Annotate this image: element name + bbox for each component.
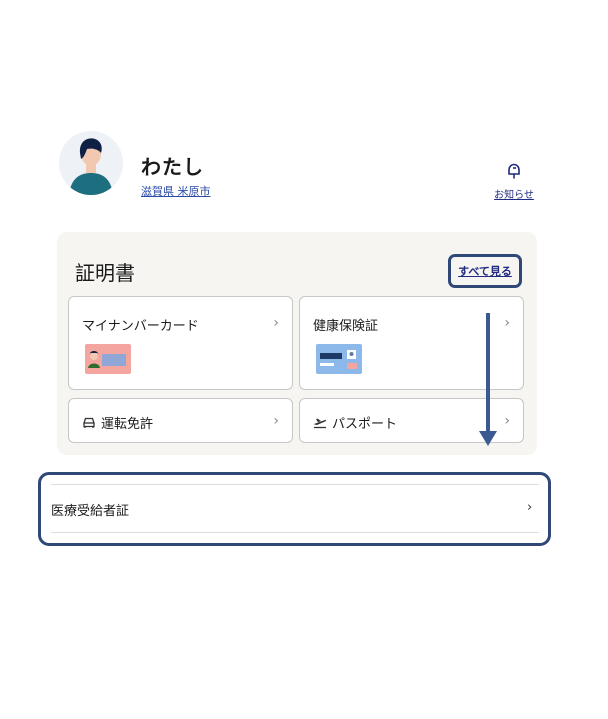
divider	[51, 484, 539, 485]
airplane-icon	[313, 414, 327, 429]
avatar	[59, 131, 123, 195]
medical-recipient-certificate-item[interactable]: 医療受給者証	[51, 504, 130, 519]
card-label: 健康保険証	[313, 319, 379, 334]
see-all-link[interactable]: すべて見る	[448, 254, 522, 288]
card-label: 運転免許	[101, 417, 154, 432]
drivers-license-item[interactable]: 運転免許 ›	[68, 398, 293, 443]
user-name: わたし	[141, 155, 204, 179]
notifications-button[interactable]: お知らせ	[492, 162, 536, 201]
certificates-title: 証明書	[75, 261, 135, 285]
mailbox-icon	[505, 163, 523, 184]
health-insurance-card-item[interactable]: 健康保険証 ›	[299, 296, 524, 390]
chevron-right-icon: ›	[273, 315, 279, 331]
annotation-arrow-head	[479, 431, 497, 446]
chevron-right-icon: ›	[504, 315, 510, 331]
annotation-arrow-line	[486, 313, 490, 433]
chevron-right-icon: ›	[273, 413, 279, 429]
chevron-right-icon: ›	[527, 500, 533, 515]
health-insurance-card-icon	[316, 344, 362, 378]
divider	[51, 532, 539, 533]
card-label: マイナンバーカード	[82, 319, 199, 334]
my-number-card-icon	[85, 344, 131, 378]
highlight-frame	[38, 472, 551, 546]
chevron-right-icon: ›	[504, 413, 510, 429]
notifications-label: お知らせ	[494, 190, 534, 201]
user-location-link[interactable]: 滋賀県 米原市	[141, 185, 211, 198]
card-label: パスポート	[332, 417, 398, 432]
car-icon	[82, 414, 96, 428]
my-number-card-item[interactable]: マイナンバーカード ›	[68, 296, 293, 390]
